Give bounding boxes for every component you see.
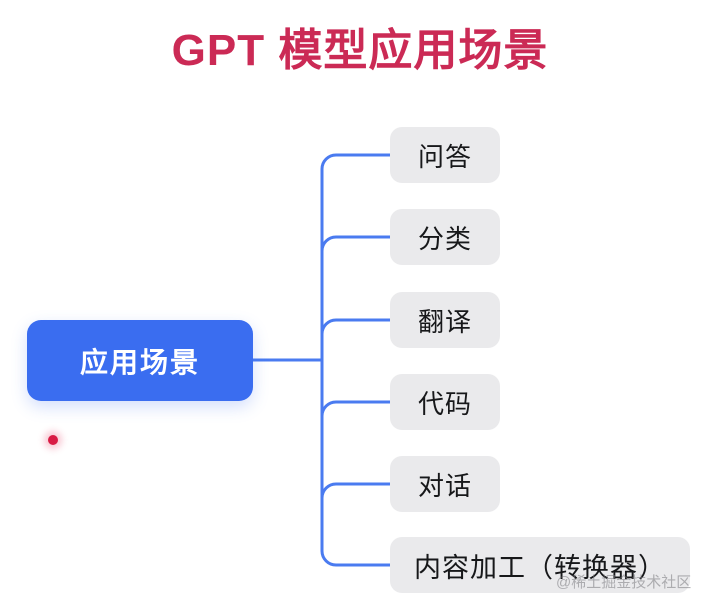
connector-branch-3 bbox=[320, 400, 390, 417]
node-label: 对话 bbox=[417, 470, 472, 501]
node-label: 问答 bbox=[417, 141, 472, 172]
node-label: 代码 bbox=[417, 388, 472, 419]
connector-branch-2 bbox=[320, 318, 390, 335]
mindmap-node-content-processing[interactable]: 内容加工（转换器） bbox=[390, 537, 690, 593]
connector-branch-5 bbox=[320, 550, 390, 567]
page-title: GPT 模型应用场景 bbox=[171, 26, 549, 75]
node-label: 分类 bbox=[417, 223, 472, 254]
node-label: 翻译 bbox=[417, 306, 472, 337]
root-node-label: 应用场景 bbox=[79, 346, 200, 378]
node-label: 内容加工（转换器） bbox=[414, 552, 666, 583]
mindmap-node-code[interactable]: 代码 bbox=[390, 374, 500, 430]
red-dot-marker bbox=[48, 435, 58, 445]
mindmap-node-dialogue[interactable]: 对话 bbox=[390, 456, 500, 512]
watermark-text: @稀土掘金技术社区 bbox=[556, 574, 692, 591]
connector-branch-4 bbox=[320, 482, 390, 499]
mindmap-node-classification[interactable]: 分类 bbox=[390, 209, 500, 265]
mindmap-node-qa[interactable]: 问答 bbox=[390, 127, 500, 183]
connector-branch-0 bbox=[320, 153, 390, 170]
mindmap-node-translation[interactable]: 翻译 bbox=[390, 292, 500, 348]
mindmap-root-node[interactable]: 应用场景 bbox=[27, 320, 253, 401]
connector-branch-1 bbox=[320, 235, 390, 252]
